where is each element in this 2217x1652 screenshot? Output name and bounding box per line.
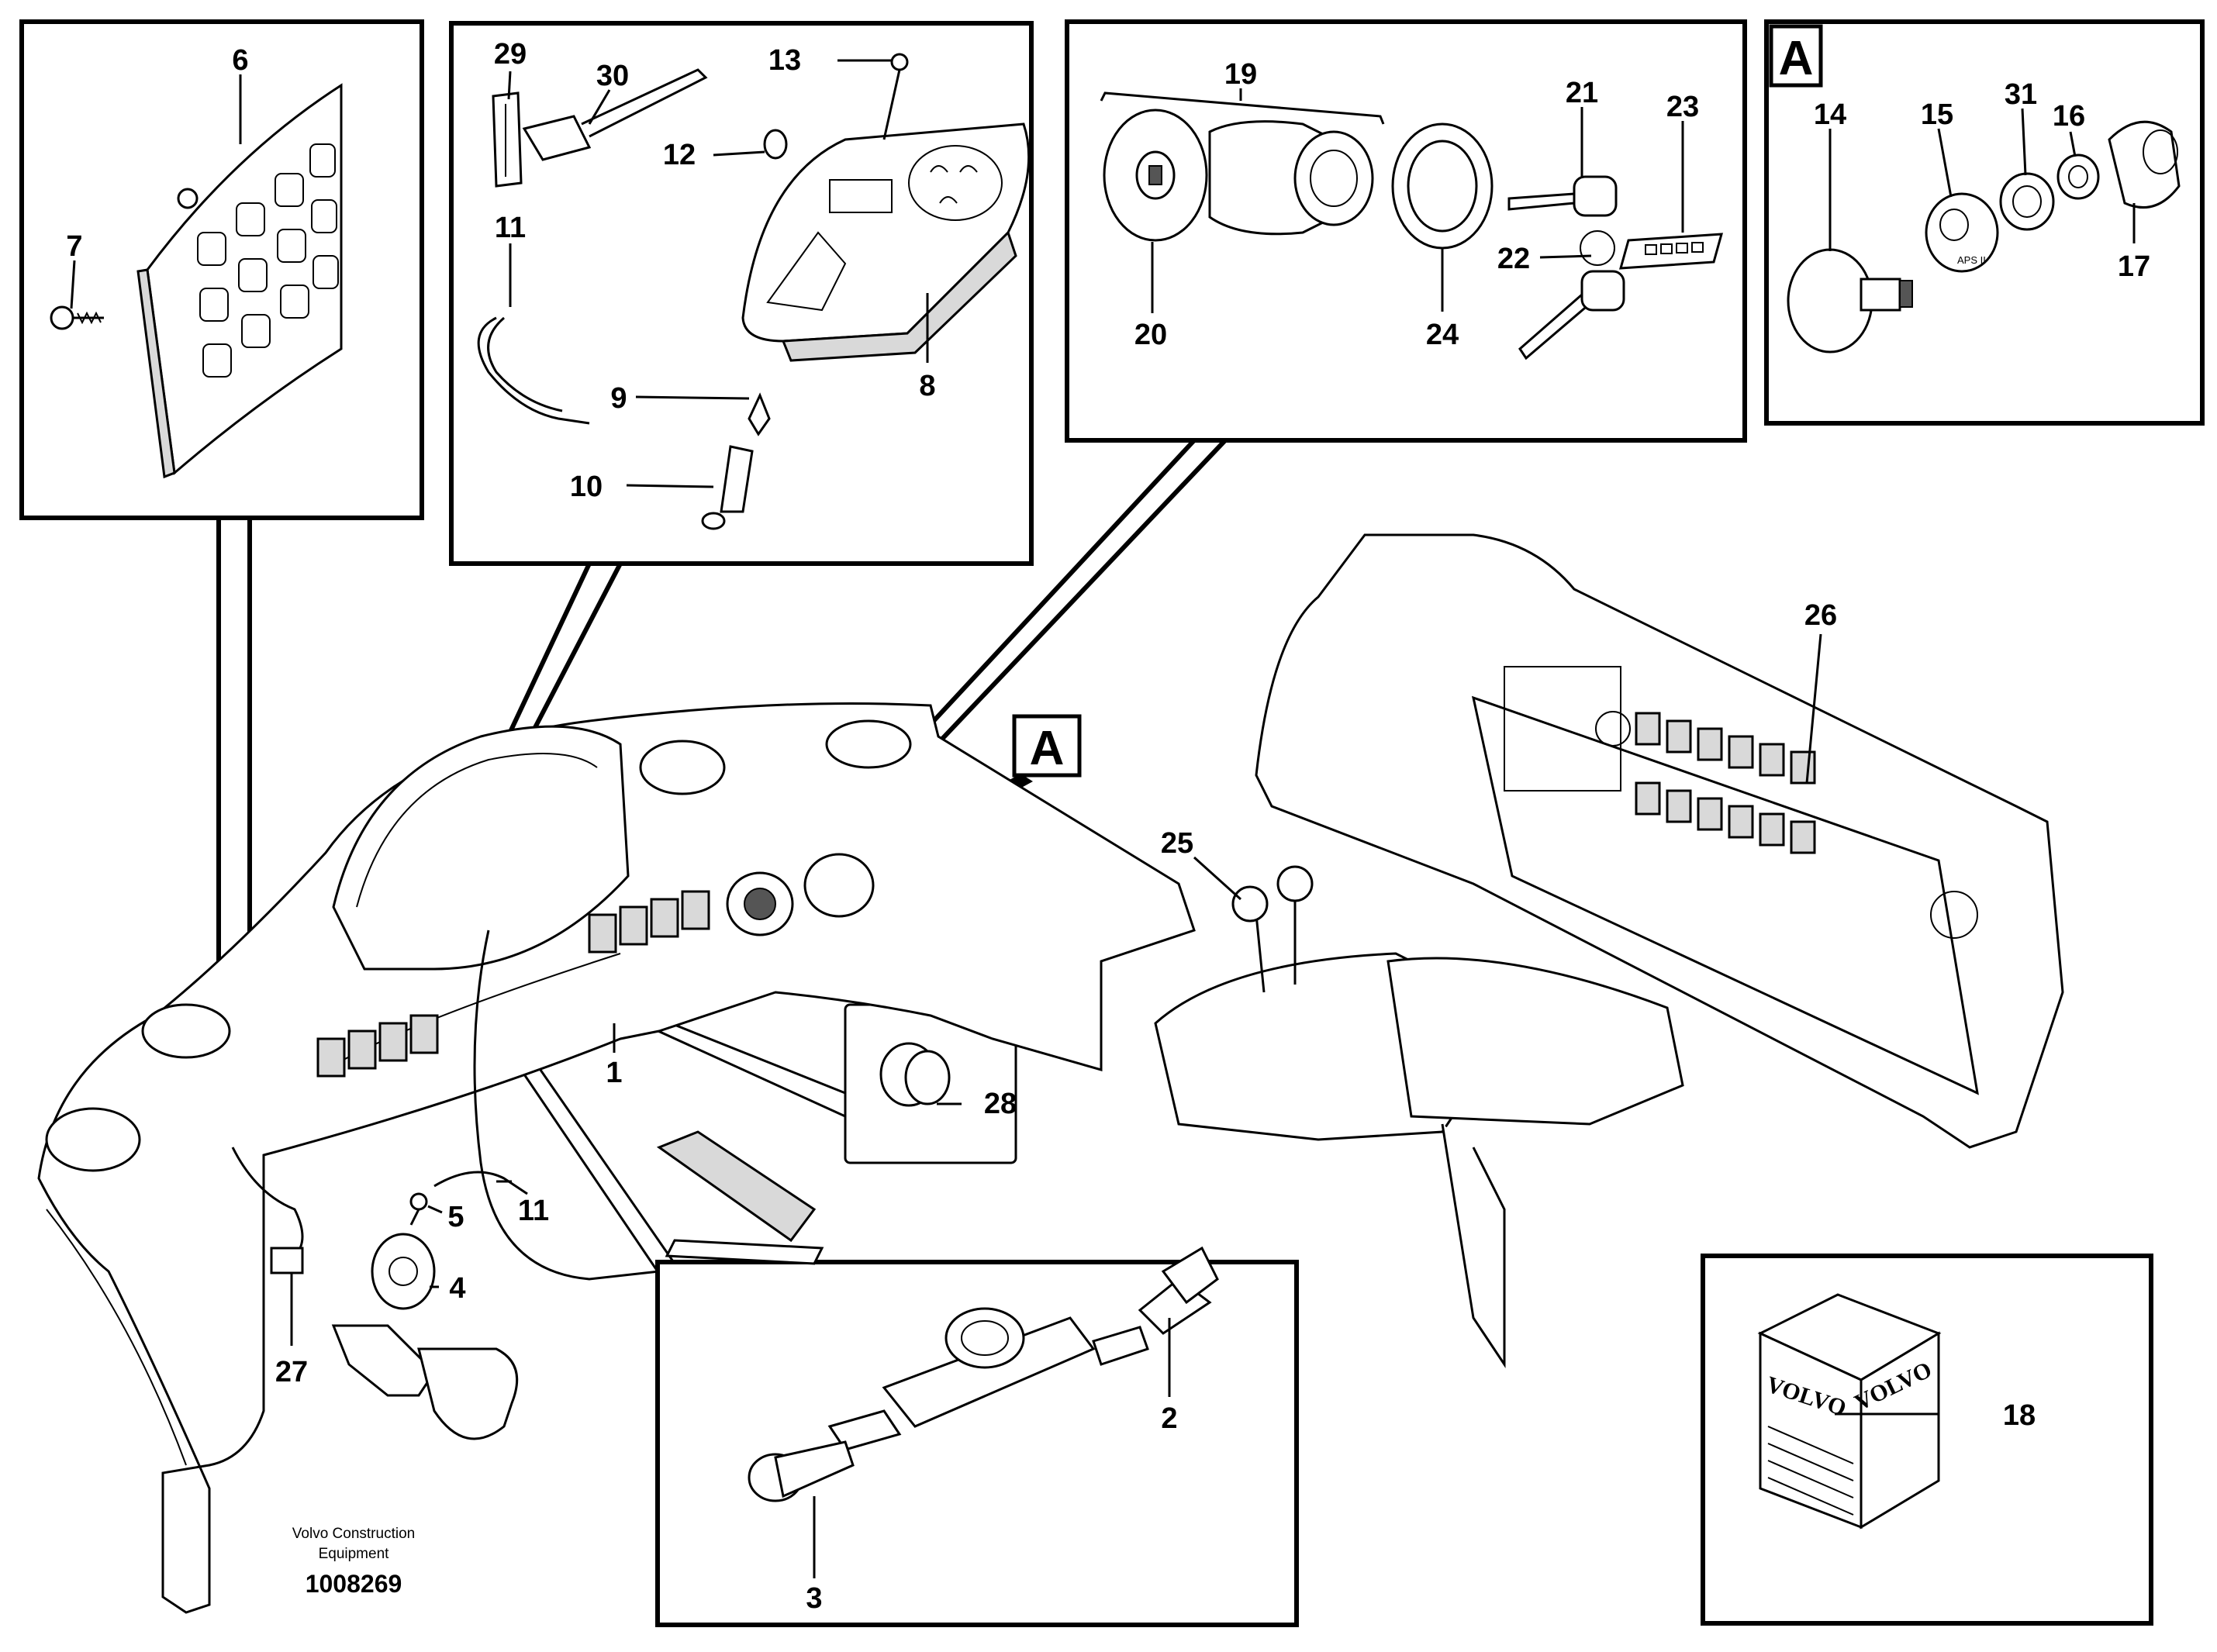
callout-13: 13 bbox=[768, 44, 801, 77]
callout-1: 1 bbox=[606, 1057, 622, 1089]
callout-numbers: 6 7 29 30 13 12 11 9 10 8 19 20 21 22 23… bbox=[66, 38, 2150, 1615]
callout-28: 28 bbox=[984, 1088, 1017, 1120]
callout-31: 31 bbox=[2005, 78, 2037, 111]
small-plate-label: APS II bbox=[1957, 254, 1986, 266]
callout-26: 26 bbox=[1804, 599, 1837, 632]
callout-15: 15 bbox=[1921, 98, 1953, 131]
callout-12: 12 bbox=[663, 139, 696, 171]
keypad-panel bbox=[136, 83, 343, 479]
detail-letter: A bbox=[1779, 32, 1814, 85]
footer-document-number: 1008269 bbox=[306, 1570, 402, 1598]
clip-30 bbox=[522, 68, 708, 161]
callout-3: 3 bbox=[806, 1582, 822, 1615]
callout-20: 20 bbox=[1134, 319, 1167, 351]
footer-publisher-line1: Volvo Construction bbox=[292, 1526, 415, 1542]
instrument-cluster bbox=[741, 122, 1031, 362]
callout-8: 8 bbox=[919, 370, 935, 402]
scale-ring-31 bbox=[1999, 172, 2055, 231]
steering-column-switch bbox=[748, 1246, 1219, 1502]
cable-tie-11-detail bbox=[477, 316, 590, 425]
callout-18: 18 bbox=[2003, 1399, 2036, 1432]
key-21 bbox=[1507, 175, 1618, 217]
bracket-29 bbox=[492, 91, 523, 188]
callout-7: 7 bbox=[66, 230, 82, 263]
callout-19: 19 bbox=[1224, 58, 1257, 91]
operator-console bbox=[1154, 533, 2064, 1368]
detail-letter-badge bbox=[1769, 24, 1823, 88]
callout-23: 23 bbox=[1666, 91, 1699, 123]
bulb-9 bbox=[748, 392, 771, 436]
callout-leaders bbox=[70, 59, 2136, 1578]
screw-5 bbox=[409, 1192, 428, 1226]
cover-plate-15: APS II bbox=[1925, 192, 1999, 273]
callout-30: 30 bbox=[596, 60, 629, 92]
callout-6: 6 bbox=[232, 44, 248, 77]
callout-27: 27 bbox=[275, 1356, 308, 1388]
rotary-switch-14 bbox=[1787, 248, 1913, 354]
bezel-ring-24 bbox=[1391, 122, 1494, 250]
callout-17: 17 bbox=[2118, 250, 2150, 283]
volvo-package-box: VOLVO VOLVO bbox=[1757, 1293, 1942, 1530]
callout-2: 2 bbox=[1161, 1402, 1177, 1435]
lock-cylinder bbox=[1208, 120, 1374, 236]
socket-4 bbox=[331, 1233, 519, 1440]
callout-29: 29 bbox=[494, 38, 527, 71]
bracket-19 bbox=[1100, 91, 1385, 125]
callout-10: 10 bbox=[570, 471, 603, 503]
screw-13 bbox=[882, 53, 909, 140]
detail-frame-volvo-box bbox=[1701, 1254, 2153, 1626]
cable-tie-11-main bbox=[433, 1171, 528, 1195]
bulb-holder-10 bbox=[701, 445, 754, 530]
callout-5: 5 bbox=[447, 1201, 464, 1233]
bracket-28-connector bbox=[879, 1042, 951, 1107]
callout-4: 4 bbox=[449, 1272, 465, 1305]
dashboard-assembly bbox=[37, 702, 1196, 1614]
reference-letter: A bbox=[1030, 722, 1065, 775]
footer-publisher-line2: Equipment bbox=[319, 1546, 390, 1562]
bulb-12 bbox=[763, 129, 788, 160]
knob-17 bbox=[2108, 120, 2181, 209]
callout-11-detail: 11 bbox=[495, 212, 526, 244]
key-tag-23 bbox=[1618, 233, 1724, 270]
callout-16: 16 bbox=[2053, 100, 2085, 133]
callout-25: 25 bbox=[1161, 827, 1193, 860]
detail-frame-ignition bbox=[1065, 19, 1747, 443]
detail-frame-a bbox=[1764, 19, 2205, 426]
callout-9: 9 bbox=[610, 382, 627, 415]
nut-16 bbox=[2056, 153, 2100, 200]
callout-22: 22 bbox=[1497, 243, 1530, 275]
callout-24: 24 bbox=[1426, 319, 1459, 351]
key-22 bbox=[1518, 230, 1625, 360]
detail-frame-instrument-cluster bbox=[449, 21, 1034, 566]
detail-frame-keypad bbox=[19, 19, 424, 520]
screw-7 bbox=[50, 305, 104, 330]
callout-21: 21 bbox=[1566, 77, 1598, 109]
detail-frame-steering-switch bbox=[655, 1260, 1299, 1627]
reference-letter-badge bbox=[1012, 714, 1082, 778]
callout-11-main: 11 bbox=[518, 1195, 549, 1227]
callout-14: 14 bbox=[1814, 98, 1846, 131]
ignition-switch-20 bbox=[1103, 109, 1208, 242]
